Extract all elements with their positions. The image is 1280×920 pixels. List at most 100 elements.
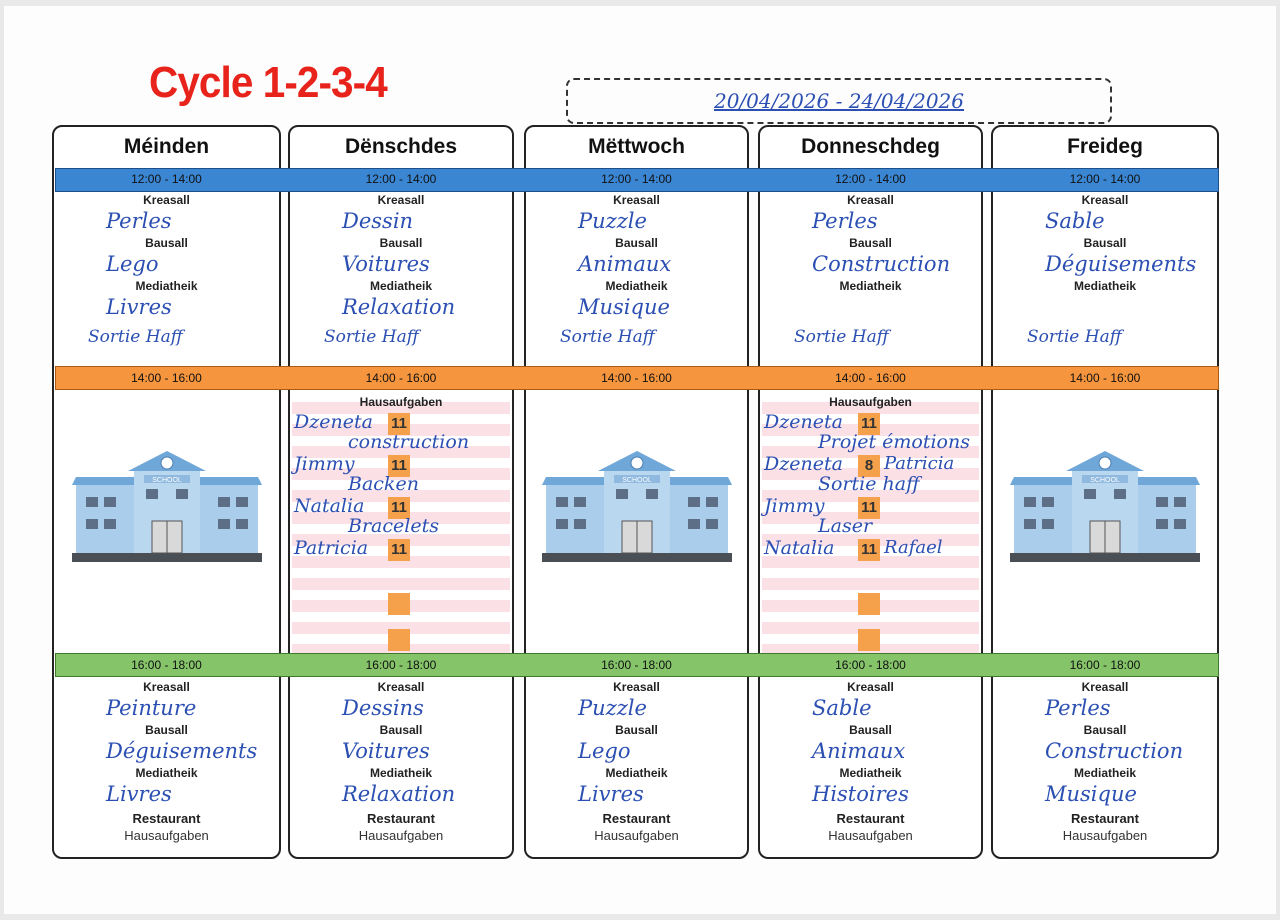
room-label: Mediatheik: [605, 279, 668, 293]
activity-entry: Sable: [812, 696, 872, 720]
svg-text:SCHOOL: SCHOOL: [1090, 477, 1120, 484]
activity-entry: Perles: [812, 209, 878, 233]
timeslot-bar-14-16: [55, 366, 1219, 390]
child-name-extra: Rafael: [884, 537, 943, 558]
activity-entry: Lego: [106, 252, 159, 276]
room-label: Kreasall: [143, 680, 190, 694]
room-label: Kreasall: [143, 193, 190, 207]
homework-label: Hausaufgaben: [1062, 828, 1148, 843]
school-icon: SCHOOL: [1010, 451, 1200, 562]
room-label: Mediatheik: [1073, 279, 1136, 293]
room-label: Bausall: [1083, 723, 1127, 737]
activity-entry: Musique: [578, 295, 670, 319]
timeslot-bar-16-18: [55, 653, 1219, 677]
activity-entry: Puzzle: [578, 209, 647, 233]
timeslot-label: 16:00 - 18:00: [601, 658, 672, 672]
outing-entry: Sortie Haff: [560, 327, 655, 347]
outing-entry: Sortie Haff: [88, 327, 183, 347]
activity-entry: Relaxation: [342, 782, 456, 806]
timeslot-label: 14:00 - 16:00: [601, 371, 672, 385]
room-label: Bausall: [145, 236, 188, 250]
activity-entry: Livres: [578, 782, 644, 806]
room-label: Mediatheik: [135, 766, 198, 780]
timeslot-label: 12:00 - 14:00: [601, 172, 672, 186]
svg-text:SCHOOL: SCHOOL: [622, 477, 652, 484]
empty-count-box: [388, 629, 410, 651]
timeslot-label: 16:00 - 18:00: [131, 658, 202, 672]
activity-entry: Sable: [1045, 209, 1105, 233]
activity-entry: Construction: [812, 252, 951, 276]
school-illustration: SCHOOL: [71, 449, 262, 574]
page-title: Cycle 1-2-3-4: [149, 58, 388, 107]
homework-count-box: 11: [858, 539, 880, 561]
timeslot-label: 14:00 - 16:00: [1069, 371, 1141, 385]
activity-entry: Lego: [578, 739, 631, 763]
activity-entry: Livres: [106, 782, 172, 806]
room-label: Mediatheik: [369, 766, 432, 780]
day-header: Dënschdes: [344, 135, 458, 158]
activity-entry: Musique: [1045, 782, 1137, 806]
child-name: Dzeneta: [764, 453, 843, 475]
homework-count-box: 8: [858, 455, 880, 477]
child-name: Jimmy: [294, 453, 355, 475]
activity-entry: Voitures: [342, 252, 430, 276]
homework-count-box: 11: [388, 497, 410, 519]
activity-entry: Relaxation: [342, 295, 456, 319]
room-label: Kreasall: [613, 680, 660, 694]
empty-count-box: [388, 593, 410, 615]
restaurant-label: Restaurant: [836, 811, 905, 826]
room-label: Bausall: [379, 723, 423, 737]
homework-title: Hausaufgaben: [359, 395, 443, 409]
child-name: Jimmy: [764, 495, 825, 517]
activity-entry: Livres: [106, 295, 172, 319]
timeslot-label: 12:00 - 14:00: [365, 172, 437, 186]
date-range: 20/04/2026 - 24/04/2026: [713, 89, 965, 113]
homework-count-box: 11: [388, 455, 410, 477]
room-label: Kreasall: [847, 193, 894, 207]
room-label: Bausall: [379, 236, 423, 250]
room-label: Bausall: [849, 236, 892, 250]
activity-entry: Histoires: [812, 782, 909, 806]
room-label: Mediatheik: [135, 279, 198, 293]
homework-label: Hausaufgaben: [594, 828, 679, 843]
restaurant-label: Restaurant: [602, 811, 671, 826]
empty-count-box: [858, 629, 880, 651]
room-label: Bausall: [849, 723, 892, 737]
outing-entry: Sortie Haff: [324, 327, 419, 347]
activity-entry: Animaux: [578, 252, 672, 276]
child-name: Natalia: [764, 537, 835, 559]
timeslot-label: 14:00 - 16:00: [131, 371, 202, 385]
activity-entry: Construction: [1045, 739, 1184, 763]
timeslot-label: 16:00 - 18:00: [1069, 658, 1141, 672]
timeslot-label: 14:00 - 16:00: [835, 371, 906, 385]
date-range-box: 20/04/2026 - 24/04/2026: [566, 78, 1112, 124]
homework-activity: Bracelets: [348, 515, 439, 537]
room-label: Bausall: [615, 723, 658, 737]
room-label: Kreasall: [613, 193, 660, 207]
timeslot-label: 14:00 - 16:00: [365, 371, 437, 385]
room-label: Mediatheik: [605, 766, 668, 780]
school-illustration: SCHOOL: [541, 449, 732, 574]
timeslot-label: 16:00 - 18:00: [835, 658, 906, 672]
school-icon: SCHOOL: [541, 451, 732, 562]
activity-entry: Dessin: [342, 209, 414, 233]
homework-activity: construction: [348, 431, 470, 453]
room-label: Kreasall: [847, 680, 894, 694]
restaurant-label: Restaurant: [1071, 811, 1139, 826]
child-name: Dzeneta: [294, 411, 373, 433]
restaurant-label: Restaurant: [132, 811, 201, 826]
